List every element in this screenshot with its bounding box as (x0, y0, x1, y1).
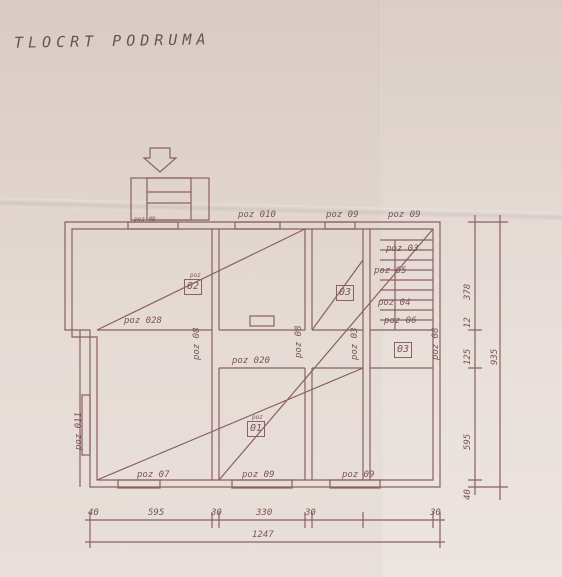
room-tag: poz (252, 414, 263, 421)
pos-label: poz 08 (294, 325, 304, 358)
pos-label: poz 07 (137, 470, 170, 480)
paper-right-panel (383, 0, 562, 577)
dim-h: 30 (211, 508, 222, 518)
dim-h: 330 (256, 508, 273, 518)
pos-label: poz 09 (242, 470, 275, 480)
dim-v: 40 (463, 489, 473, 500)
pos-label: poz 04 (378, 298, 411, 308)
room-03-stair: 03 (394, 342, 413, 358)
room-02: 02 (184, 279, 203, 295)
pos-label: poz 028 (124, 316, 162, 326)
pos-label: poz 03 (350, 327, 360, 360)
dim-v: 378 (463, 283, 473, 300)
pos-label: poz 08 (431, 327, 441, 360)
pos-label: poz 09 (342, 470, 375, 480)
entry-stair (130, 177, 210, 221)
pos-label: poz 09 (134, 216, 156, 223)
pos-label: poz 010 (238, 210, 276, 220)
dim-h: 595 (148, 508, 165, 518)
pos-label: poz 06 (384, 316, 417, 326)
pos-label: poz 011 (74, 412, 84, 450)
pos-label: poz 020 (232, 356, 270, 366)
pos-label: poz 05 (374, 266, 407, 276)
dim-v: 935 (490, 348, 500, 365)
pos-label: poz 03 (386, 244, 419, 254)
interior-stair (380, 239, 433, 330)
room-tag: poz (190, 272, 201, 279)
dim-h: 40 (88, 508, 99, 518)
entrance-arrow (142, 147, 178, 173)
dim-h: 30 (430, 508, 441, 518)
dim-v: 12 (463, 317, 473, 328)
dim-v: 595 (463, 433, 473, 450)
room-01: 01 (247, 421, 266, 437)
room-03: 03 (336, 285, 355, 301)
dim-v: 125 (463, 348, 473, 365)
pos-label: poz 09 (388, 210, 421, 220)
pos-label: poz 08 (192, 327, 202, 360)
outer-wall (64, 221, 441, 488)
pos-label: poz 09 (326, 210, 359, 220)
dim-h: 30 (305, 508, 316, 518)
dim-total: 1247 (252, 530, 274, 540)
